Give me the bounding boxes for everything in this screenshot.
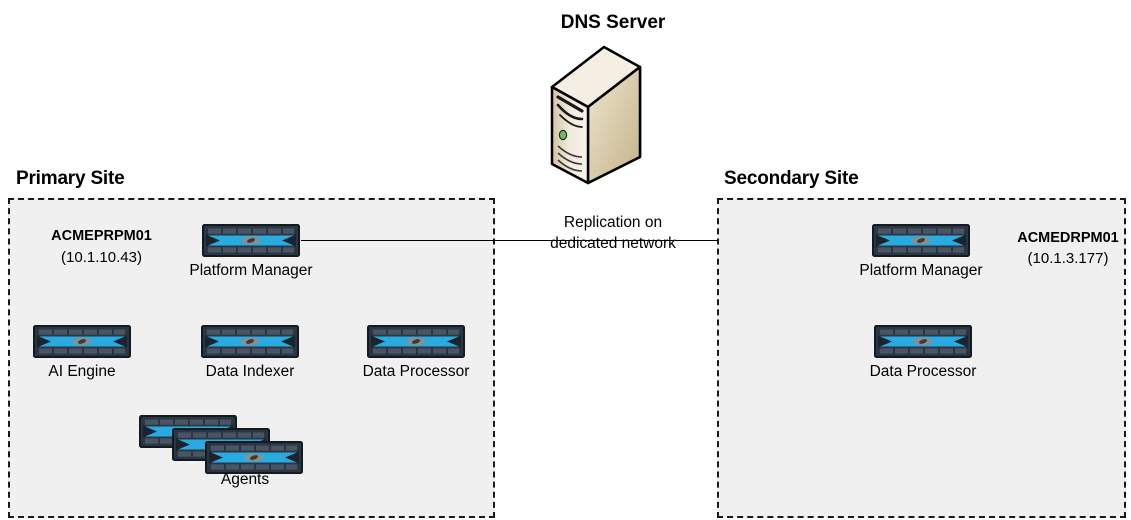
secondary-site-title: Secondary Site [724, 168, 859, 189]
appliance-icon-data-processor-secondary[interactable] [874, 325, 972, 358]
appliance-stack-icon-agents-front[interactable] [205, 441, 303, 474]
primary-site-title: Primary Site [16, 168, 125, 189]
replication-label-line1: Replication on [563, 214, 663, 231]
node-label-agents: Agents [220, 471, 270, 488]
primary-host-name: ACMEPRPM01 [51, 228, 152, 244]
node-label-data-indexer: Data Indexer [205, 363, 295, 380]
secondary-host-name: ACMEDRPM01 [1017, 230, 1119, 246]
node-label-data-processor-secondary: Data Processor [869, 363, 977, 380]
dns-server-title: DNS Server [560, 12, 666, 33]
replication-label-line2: dedicated network [550, 235, 676, 252]
appliance-icon-platform-manager-secondary[interactable] [872, 224, 970, 257]
replication-label: Replication on dedicated network [513, 212, 713, 254]
replication-connector-line [301, 240, 856, 241]
node-label-platform-manager-secondary: Platform Manager [859, 262, 983, 279]
appliance-icon-platform-manager-primary[interactable] [202, 224, 300, 257]
node-label-data-processor-primary: Data Processor [362, 363, 470, 380]
secondary-host-ip: (10.1.3.177) [1027, 250, 1109, 267]
server-tower-icon [548, 45, 644, 185]
appliance-icon-data-indexer[interactable] [201, 325, 299, 358]
node-label-platform-manager-primary: Platform Manager [189, 262, 313, 279]
appliance-icon-data-processor-primary[interactable] [367, 325, 465, 358]
appliance-icon-ai-engine[interactable] [33, 325, 131, 358]
primary-host-ip: (10.1.10.43) [61, 249, 142, 266]
node-label-ai-engine: AI Engine [48, 363, 116, 380]
